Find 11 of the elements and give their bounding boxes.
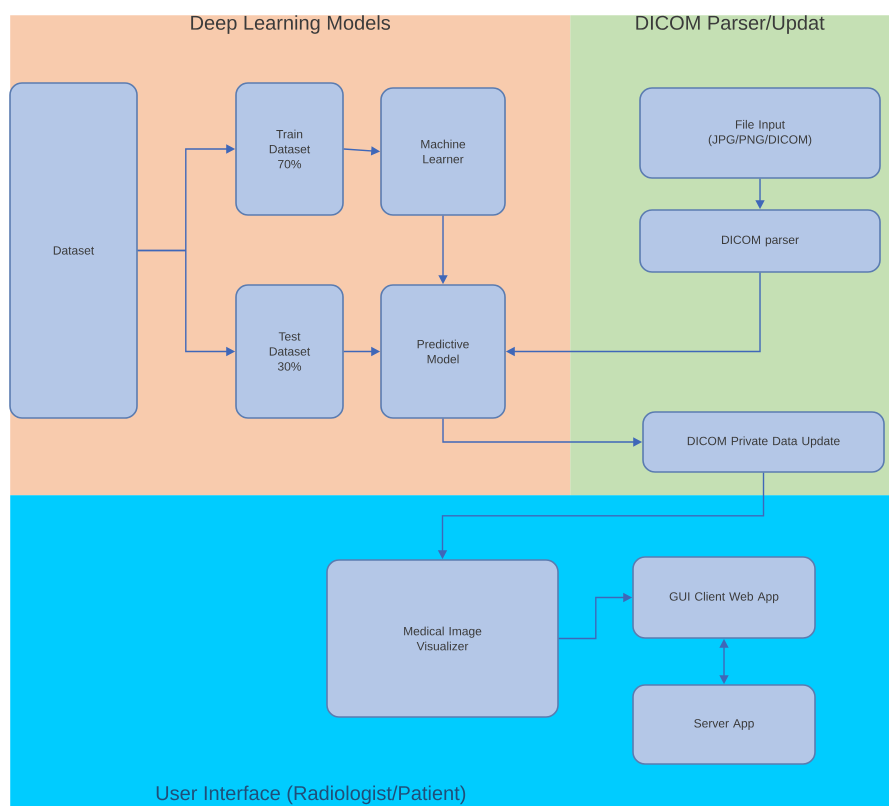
process-box: Train Dataset 70% [235,82,344,216]
process-box: Medical Image Visualizer [326,559,559,718]
process-box: Predictive Model [380,284,506,419]
process-box: Dataset [9,82,138,419]
process-box: GUI Client Web App [632,556,816,639]
process-box: Test Dataset 30% [235,284,344,419]
process-box: File Input (JPG/PNG/DICOM) [639,87,881,179]
process-box: DICOM Private Data Update [642,411,885,473]
process-box: Server App [632,684,816,765]
process-box: DICOM parser [639,209,881,273]
process-box: Machine Learner [380,87,506,216]
